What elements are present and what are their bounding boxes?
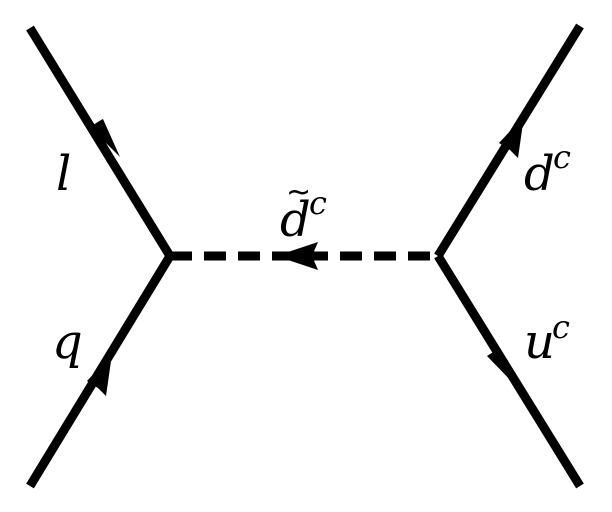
dc-arrow-icon <box>499 116 524 158</box>
lepton-label: l <box>56 146 71 202</box>
dc-label: d <box>524 146 555 202</box>
quark-label: q <box>52 314 83 370</box>
uc-superscript: c <box>552 308 570 346</box>
mediator-label: d <box>280 192 311 248</box>
quark-arrow-icon <box>87 354 112 396</box>
dc-superscript: c <box>553 138 571 176</box>
mediator-superscript: c <box>309 184 327 222</box>
uc-label: u <box>524 314 555 370</box>
propagator-arrow-icon <box>276 242 318 270</box>
lepton-arrow-icon <box>90 119 120 157</box>
lepton-line <box>26 25 174 259</box>
mediator-tilde: ~ <box>286 175 311 210</box>
uc-arrow-icon <box>487 348 518 388</box>
